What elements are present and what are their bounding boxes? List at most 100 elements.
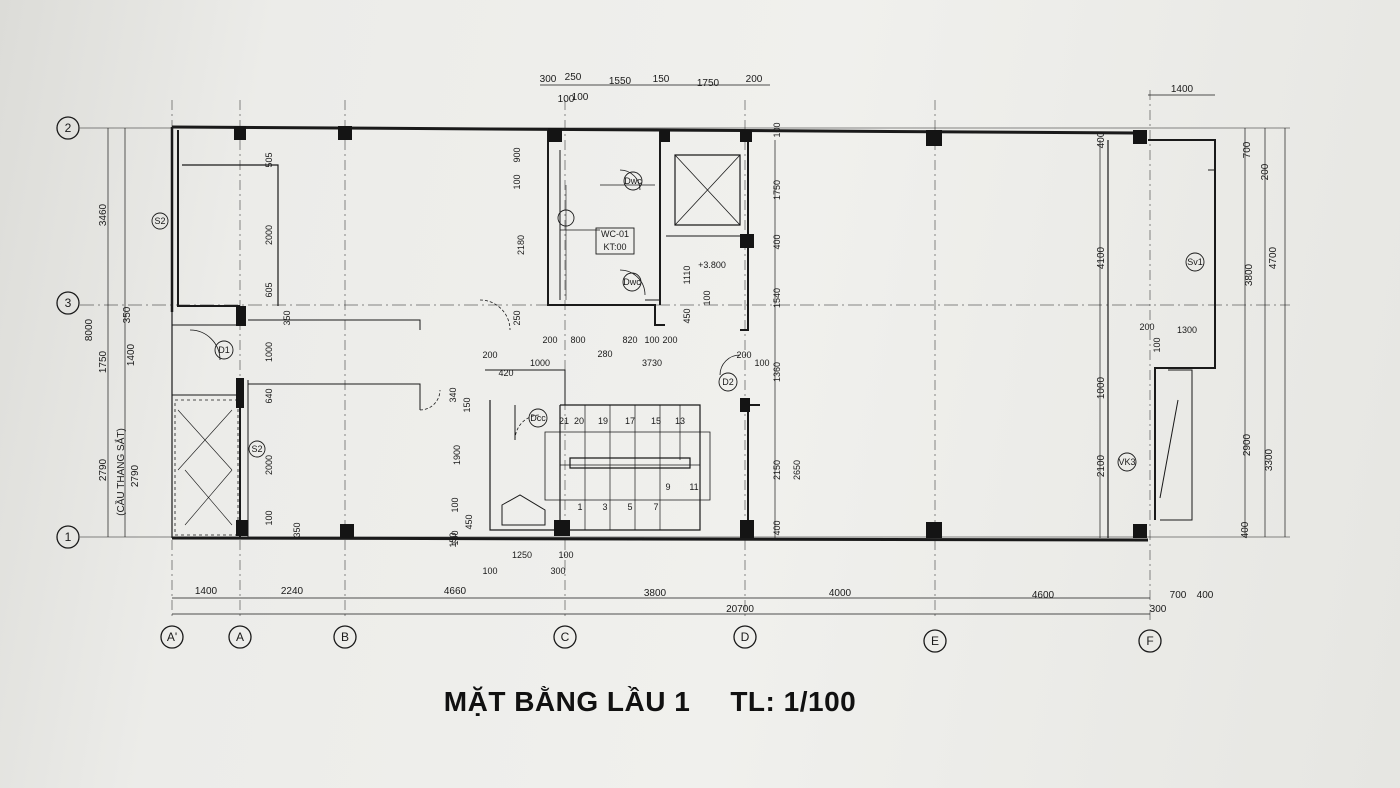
grid-col-c: C bbox=[561, 630, 570, 644]
dim-inner: 130 bbox=[450, 530, 460, 545]
dim-inner: 420 bbox=[498, 368, 513, 378]
tag-s2-top: S2 bbox=[154, 216, 165, 226]
dim-top: 1400 bbox=[1171, 84, 1194, 95]
dim-inner: 340 bbox=[448, 387, 458, 402]
dim-inner: 1360 bbox=[772, 362, 782, 382]
dim-inner: 1900 bbox=[452, 445, 462, 465]
tag-d1: D1 bbox=[218, 345, 230, 355]
dim-inner: 100 bbox=[450, 497, 460, 512]
dim-left: 350 bbox=[122, 306, 133, 323]
dim-right: 2900 bbox=[1242, 433, 1253, 456]
grid-col-f: F bbox=[1146, 634, 1153, 648]
title-scale: TL: 1/100 bbox=[730, 686, 857, 717]
dim-bottom: 3800 bbox=[644, 588, 667, 599]
dim-inner: 100 bbox=[702, 290, 712, 305]
dim-bottom: 4600 bbox=[1032, 590, 1055, 601]
dim-right: 2100 bbox=[1096, 454, 1107, 477]
dim-left: 2790 bbox=[98, 458, 109, 481]
stair-step: 20 bbox=[574, 416, 584, 426]
title-main: MẶT BẰNG LẦU 1 bbox=[443, 686, 691, 717]
dim-inner: 150 bbox=[462, 397, 472, 412]
dim-bottom: 400 bbox=[1197, 590, 1214, 601]
dim-inner: 350 bbox=[282, 310, 292, 325]
tag-dcc: Dcc bbox=[530, 413, 546, 423]
dim-inner: 200 bbox=[482, 350, 497, 360]
dim-inner: 1000 bbox=[264, 342, 274, 362]
dim-inner: 3730 bbox=[642, 358, 662, 368]
dim-total: 20700 bbox=[726, 604, 754, 615]
grid-col-a: A bbox=[236, 630, 244, 644]
dim-right: 700 bbox=[1242, 141, 1253, 158]
dim-inner: 250 bbox=[512, 310, 522, 325]
dim-inner: 100 bbox=[1152, 337, 1162, 352]
dim-right: 4700 bbox=[1268, 246, 1279, 269]
dim-right: 400 bbox=[1096, 131, 1107, 148]
dim-inner: 1110 bbox=[682, 266, 692, 285]
grid-col-b: B bbox=[341, 630, 349, 644]
dim-right: 3800 bbox=[1244, 263, 1255, 286]
dim-right: 400 bbox=[1240, 521, 1251, 538]
tag-wc-door-1: Dwc bbox=[624, 176, 642, 186]
stair-step: 11 bbox=[689, 482, 698, 492]
dim-inner: 100 bbox=[512, 174, 522, 189]
dim-right: 1000 bbox=[1096, 376, 1107, 399]
dim-inner: 2650 bbox=[792, 460, 802, 480]
dim-bottom: 300 bbox=[1150, 604, 1167, 615]
stair-step: 9 bbox=[665, 482, 670, 492]
dim-top: 1750 bbox=[697, 78, 720, 89]
dim-inner: 100 bbox=[754, 358, 769, 368]
dim-inner: 100 bbox=[482, 566, 497, 576]
dim-inner: 400 bbox=[772, 234, 782, 249]
dim-inner: 1540 bbox=[772, 288, 782, 308]
dim-inner: 1300 bbox=[1177, 325, 1197, 335]
dim-inner: 200 bbox=[662, 335, 677, 345]
tag-d2: D2 bbox=[722, 377, 734, 387]
dim-inner: 2000 bbox=[264, 455, 274, 475]
stair-step: 15 bbox=[651, 416, 661, 426]
dim-inner: 100 bbox=[772, 122, 782, 137]
dim-inner: 450 bbox=[464, 514, 474, 529]
tag-s2-bottom: S2 bbox=[251, 444, 262, 454]
stair-step: 17 bbox=[625, 416, 635, 426]
dim-inner: 505 bbox=[264, 152, 274, 167]
stair-step: 3 bbox=[602, 502, 607, 512]
stair-step: 21 bbox=[559, 416, 569, 426]
dim-bottom: 4000 bbox=[829, 588, 852, 599]
tag-sv1: Sv1 bbox=[1187, 257, 1203, 267]
dim-inner: 280 bbox=[597, 349, 612, 359]
stair-step: 7 bbox=[653, 502, 658, 512]
dim-right: 200 bbox=[1260, 163, 1271, 180]
dim-inner: 820 bbox=[622, 335, 637, 345]
dim-left: 1400 bbox=[126, 343, 137, 366]
grid-col-a-prime: A' bbox=[167, 630, 177, 644]
dim-inner: 1750 bbox=[772, 180, 782, 200]
dim-inner: 640 bbox=[264, 388, 274, 403]
stair-note: (CẦU THANG SẮT) bbox=[114, 428, 127, 516]
dim-inner: 1000 bbox=[530, 358, 550, 368]
dim-top: 1550 bbox=[609, 76, 632, 87]
stair-step: 19 bbox=[598, 416, 608, 426]
tag-kt-00: KT:00 bbox=[603, 242, 626, 252]
dim-bottom: 4660 bbox=[444, 586, 467, 597]
grid-row-2: 2 bbox=[65, 121, 72, 135]
dim-inner: 200 bbox=[1139, 322, 1154, 332]
dim-left: 1750 bbox=[98, 350, 109, 373]
dim-inner: 350 bbox=[292, 522, 302, 537]
grid-col-d: D bbox=[741, 630, 750, 644]
dim-left: 8000 bbox=[84, 318, 95, 341]
dim-inner: 300 bbox=[550, 566, 565, 576]
dim-inner: 900 bbox=[512, 147, 522, 162]
dim-inner: 2180 bbox=[516, 235, 526, 255]
grid-row-1: 1 bbox=[65, 530, 72, 544]
dim-inner: 200 bbox=[542, 335, 557, 345]
dim-inner: 200 bbox=[736, 350, 751, 360]
tag-vk3: VK3 bbox=[1118, 457, 1135, 467]
dim-inner: 2000 bbox=[264, 225, 274, 245]
level-mark: +3.800 bbox=[698, 260, 726, 270]
stair-step: 5 bbox=[627, 502, 632, 512]
dim-left: 3460 bbox=[98, 203, 109, 226]
dim-inner: 450 bbox=[682, 308, 692, 323]
dim-bottom: 700 bbox=[1170, 590, 1187, 601]
